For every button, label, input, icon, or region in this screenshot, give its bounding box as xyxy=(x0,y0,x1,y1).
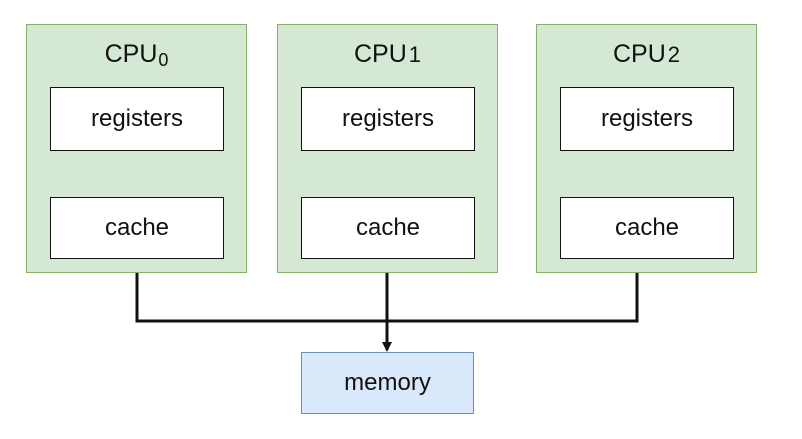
cpu-0-title: CPU0 xyxy=(27,40,246,70)
cpu-0-box: CPU0 registers cache xyxy=(26,24,247,273)
cpu-2-box: CPU2 registers cache xyxy=(536,24,757,273)
cpu-2-cache: cache xyxy=(560,197,734,259)
cpu-1-title: CPU1 xyxy=(278,42,497,67)
cpu-0-registers: registers xyxy=(50,87,224,151)
cpu-2-index: 2 xyxy=(667,42,681,67)
cpu-2-name: CPU xyxy=(612,40,666,68)
cpu-0-cache: cache xyxy=(50,197,224,259)
cpu-1-cache: cache xyxy=(301,197,475,259)
cpu-1-box: CPU1 registers cache xyxy=(277,24,498,273)
cpu-1-name: CPU xyxy=(353,40,407,68)
cpu-0-name: CPU xyxy=(104,40,158,68)
cpu-1-registers: registers xyxy=(301,87,475,151)
cpu-0-index: 0 xyxy=(158,50,169,70)
cpu-2-title: CPU2 xyxy=(537,42,756,67)
cpu-1-index: 1 xyxy=(408,42,422,67)
cpu-2-registers: registers xyxy=(560,87,734,151)
memory-box: memory xyxy=(301,352,474,414)
